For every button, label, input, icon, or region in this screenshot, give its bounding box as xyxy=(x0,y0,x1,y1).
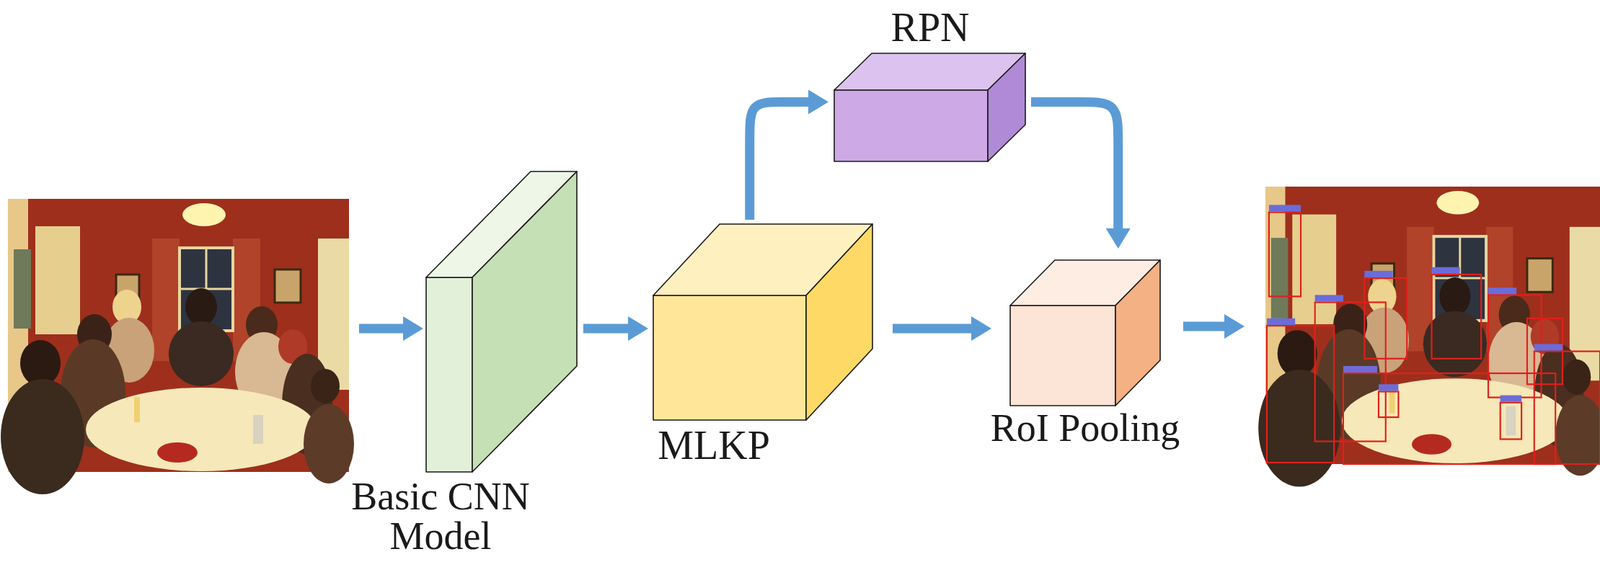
rpn-block: RPN xyxy=(821,7,1039,162)
detection-tag xyxy=(1378,384,1399,391)
block-3d xyxy=(426,171,577,473)
input-arrow xyxy=(359,324,404,334)
cnn-slab: Basic CNN Model xyxy=(332,171,577,557)
shape-outline xyxy=(834,53,1026,162)
shape-outline xyxy=(1010,260,1161,406)
detection-tag xyxy=(1269,204,1301,212)
detection-box xyxy=(1378,391,1399,418)
front-face xyxy=(653,295,807,421)
flow-arrow xyxy=(892,324,972,334)
detection-box xyxy=(1431,274,1482,360)
block-label: Basic CNN Model xyxy=(332,477,549,557)
shape-outline xyxy=(653,224,873,421)
front-face xyxy=(426,277,473,473)
detection-tag xyxy=(1315,294,1344,302)
block-3d xyxy=(834,53,1026,162)
detection-box xyxy=(1269,212,1301,298)
block-3d xyxy=(1010,260,1161,406)
detection-tag xyxy=(1343,366,1378,373)
side-face xyxy=(472,171,577,473)
front-face xyxy=(1010,305,1116,406)
output-scene xyxy=(1258,186,1600,488)
detection-boxes xyxy=(1266,212,1600,466)
input-image xyxy=(0,199,355,495)
block-label: MLKP xyxy=(605,425,822,467)
block-3d xyxy=(653,224,873,421)
detection-box xyxy=(1343,373,1556,465)
detection-box xyxy=(1488,294,1542,398)
side-face xyxy=(806,224,873,421)
mlkp-cube: MLKP xyxy=(605,224,873,467)
shape-outline xyxy=(426,171,577,473)
output-arrow xyxy=(1183,322,1225,332)
flow-arrow xyxy=(749,102,809,221)
detection-box xyxy=(1534,351,1600,465)
detection-box xyxy=(1315,302,1386,443)
block-label: RPN xyxy=(821,7,1039,49)
detection-tag xyxy=(1266,318,1295,326)
detection-tag xyxy=(1488,287,1517,295)
side-face xyxy=(987,53,1026,162)
detection-tag xyxy=(1364,271,1393,278)
detection-box xyxy=(1364,278,1407,360)
flow-arrow xyxy=(1031,102,1119,230)
front-face xyxy=(834,90,988,162)
detection-tag xyxy=(1431,267,1461,274)
output-image xyxy=(1258,186,1600,488)
detection-box xyxy=(1500,403,1522,440)
block-label: RoI Pooling xyxy=(940,408,1230,449)
detection-tag xyxy=(1534,343,1563,351)
detection-tags xyxy=(1266,204,1563,402)
detection-tag xyxy=(1500,395,1522,403)
roi-pooling-cube: RoI Pooling xyxy=(940,260,1230,449)
side-face xyxy=(1115,260,1161,406)
flow-arrow xyxy=(583,324,629,334)
